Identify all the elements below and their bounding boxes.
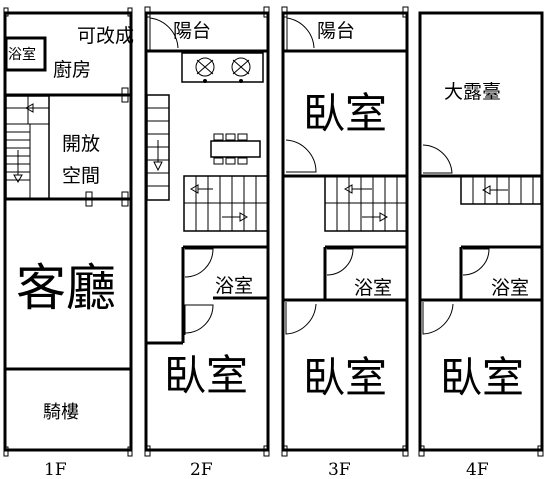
floor-2f-stair bbox=[146, 94, 269, 232]
floor-1f-stair bbox=[5, 95, 50, 200]
floor-3f-bedroom-door bbox=[285, 302, 317, 335]
floor-2f-bedroom-label: 臥室 bbox=[164, 351, 248, 400]
floor-1f-kitchen-label-2: 廚房 bbox=[53, 58, 91, 81]
floor-2f-bath-door bbox=[184, 248, 214, 278]
floor-4f-bedroom-door bbox=[422, 302, 454, 335]
floor-1f: 浴室 可改成 廚房 開放 空間 客廳 騎樓 1F bbox=[3, 7, 134, 479]
floor-4f-terrace-door bbox=[422, 144, 453, 174]
floor-1f-outline bbox=[3, 11, 133, 452]
floor-3f-balcony-door bbox=[286, 17, 315, 50]
floor-3f-bath-door bbox=[326, 248, 354, 276]
floor-3f-bedroom-front-label: 臥室 bbox=[303, 353, 387, 402]
floor-1f-bath bbox=[4, 36, 47, 72]
floor-3f-label: 3F bbox=[328, 460, 351, 479]
floor-3f-bedroom-rear-door bbox=[285, 139, 317, 173]
floor-1f-bath-label: 浴室 bbox=[8, 46, 36, 63]
floor-2f-label: 2F bbox=[190, 460, 213, 479]
floor-3f-balcony-label: 陽台 bbox=[317, 20, 355, 42]
floor-1f-label: 1F bbox=[44, 460, 67, 479]
dining-table-icon bbox=[210, 133, 261, 165]
floor-1f-open-label-2: 空間 bbox=[62, 165, 100, 187]
floor-1f-open-label-1: 開放 bbox=[62, 133, 100, 155]
floor-2f-balcony-label: 陽台 bbox=[173, 20, 211, 42]
floor-4f-label: 4F bbox=[466, 460, 489, 479]
floor-1f-living-label: 客廳 bbox=[16, 259, 116, 317]
floor-2f-balcony-door bbox=[149, 17, 179, 50]
floor-4f-bedroom-label: 臥室 bbox=[440, 353, 524, 402]
floor-3f-bath-label: 浴室 bbox=[354, 277, 392, 299]
floor-4f-stair bbox=[460, 175, 542, 205]
floor-3f-stair bbox=[324, 175, 408, 232]
floor-2f: 陽台 浴室 臥室 2F bbox=[144, 6, 270, 479]
floor-4f-bath-label: 浴室 bbox=[491, 277, 529, 299]
floor-3f-bedroom-rear-label: 臥室 bbox=[303, 89, 387, 138]
floor-4f-terrace-label: 大露臺 bbox=[444, 81, 501, 103]
stove-icon bbox=[181, 52, 264, 83]
floor-3f: 陽台 臥室 浴室 臥室 3F bbox=[281, 6, 409, 479]
floor-2f-bedroom-door bbox=[184, 304, 214, 335]
floor-4f-bath-door bbox=[462, 248, 490, 276]
floor-4f: 大露臺 浴室 臥室 4F bbox=[418, 11, 544, 479]
floor-4f-outline bbox=[418, 11, 544, 452]
floor-1f-arcade-label: 騎樓 bbox=[43, 402, 79, 423]
floor-1f-kitchen-label-1: 可改成 bbox=[77, 25, 134, 47]
floor-2f-bath-label: 浴室 bbox=[215, 275, 253, 297]
